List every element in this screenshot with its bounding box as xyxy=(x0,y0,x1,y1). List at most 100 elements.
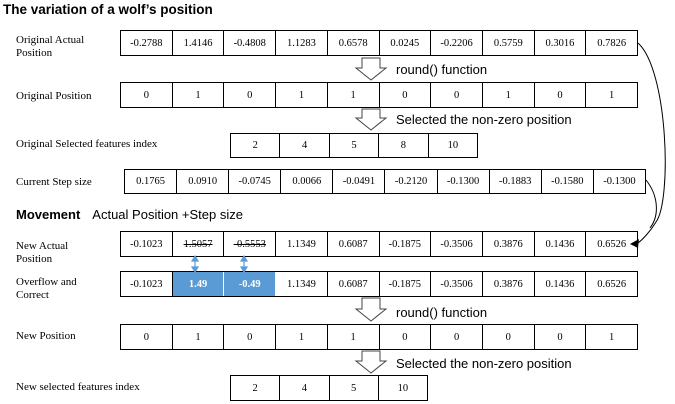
table-cell: -0.4808 xyxy=(224,31,277,55)
table-cell: -0.2206 xyxy=(431,31,483,55)
label-current-step: Current Step size xyxy=(16,176,92,188)
table-cell: 1 xyxy=(276,83,328,107)
table-cell: -0.1875 xyxy=(380,232,432,256)
table-cell: 10 xyxy=(397,382,409,394)
label-original-actual: Original Actual Position xyxy=(16,34,85,59)
table-cell: 0 xyxy=(224,83,277,107)
table-cell: -0.3506 xyxy=(431,272,483,296)
table-cell: 0.3016 xyxy=(535,31,587,55)
table-cell: -0.49 xyxy=(224,272,277,296)
curved-arrow-icon xyxy=(637,42,666,244)
table-cell: 0.1436 xyxy=(535,272,587,296)
table-cell: -0.5553 xyxy=(224,232,277,256)
table-cell: 1.4146 xyxy=(173,31,225,55)
table-cell: 0.6526 xyxy=(597,278,627,290)
round-function-label-1: round() function xyxy=(396,62,488,77)
table-cell: 5 xyxy=(330,134,380,157)
table-cell: -0.0745 xyxy=(229,170,282,193)
arrowhead-icon xyxy=(630,239,639,248)
table-cell: 0.6087 xyxy=(328,232,380,256)
down-arrow-icon xyxy=(354,350,388,374)
table-cell: 0.1765 xyxy=(125,170,178,193)
table-cell: 1 xyxy=(173,325,225,349)
table-cell: 0 xyxy=(483,325,535,349)
table-cell: 0.0066 xyxy=(281,170,334,193)
table-cell: 0.7826 xyxy=(597,37,627,49)
table-cell: 0 xyxy=(121,325,173,349)
down-arrow-icon xyxy=(354,297,388,322)
table-cell: 0 xyxy=(535,325,587,349)
table-cell: 1.5057 xyxy=(173,232,225,256)
table-cell: 0.6526 xyxy=(597,238,627,250)
label-new-selected: New selected features index xyxy=(16,381,140,393)
table-cell: 1 xyxy=(328,325,380,349)
table-cell: 1.1283 xyxy=(276,31,328,55)
table-cell: -0.3506 xyxy=(431,232,483,256)
table-cell: -0.1300 xyxy=(438,170,490,193)
table-cell: 1 xyxy=(173,83,225,107)
table-cell: 0 xyxy=(380,325,432,349)
label-overflow-correct: Overflow and Correct xyxy=(16,276,77,301)
diagram-title: The variation of a wolf’s position xyxy=(3,2,213,17)
table-cell: 0.6087 xyxy=(328,272,380,296)
table-cell: 8 xyxy=(379,134,429,157)
table-cell: 1.1349 xyxy=(276,232,328,256)
table-cell: 0.1436 xyxy=(535,232,587,256)
table-cell: 1 xyxy=(328,83,380,107)
table-cell: 0 xyxy=(431,325,483,349)
table-cell: 2 xyxy=(231,134,281,157)
table-cell: -0.1023 xyxy=(121,272,173,296)
table-cell: -0.1883 xyxy=(490,170,542,193)
label-original-selected: Original Selected features index xyxy=(16,138,158,150)
table-cell: 1 xyxy=(276,325,328,349)
table-cell: 0 xyxy=(380,83,432,107)
label-original-position: Original Position xyxy=(16,90,92,102)
table-cell: 10 xyxy=(447,140,459,151)
table-cell: 0 xyxy=(535,83,587,107)
table-cell: 2 xyxy=(231,376,281,400)
table-cell: 5 xyxy=(330,376,379,400)
table-cell: 0.3876 xyxy=(483,232,535,256)
table-cell: 0.0245 xyxy=(380,31,432,55)
down-arrow-icon xyxy=(354,57,388,81)
table-cell: 0 xyxy=(121,83,173,107)
table-cell: -0.1580 xyxy=(542,170,594,193)
down-arrow-icon xyxy=(354,108,388,131)
table-cell: -0.2120 xyxy=(385,170,438,193)
label-new-position: New Position xyxy=(16,330,76,342)
select-nonzero-label-2: Selected the non-zero position xyxy=(396,356,572,371)
curved-arrow-icon xyxy=(645,179,657,229)
table-cell: 1 xyxy=(609,331,615,343)
table-cell: -0.0491 xyxy=(333,170,386,193)
label-new-actual: New Actual Position xyxy=(16,240,69,265)
table-cell: 1.1349 xyxy=(276,272,328,296)
table-cell: 0.3876 xyxy=(483,272,535,296)
round-function-label-2: round() function xyxy=(396,305,488,320)
table-cell: 0.0910 xyxy=(177,170,230,193)
movement-bold-label: Movement xyxy=(16,207,81,222)
select-nonzero-label-1: Selected the non-zero position xyxy=(396,112,572,127)
table-cell: 0 xyxy=(224,325,277,349)
table-cell: 0.5759 xyxy=(483,31,535,55)
table-cell: -0.2788 xyxy=(121,31,173,55)
table-cell: 1 xyxy=(483,83,535,107)
table-cell: 0 xyxy=(431,83,483,107)
table-cell: 4 xyxy=(280,134,330,157)
table-cell: 1 xyxy=(609,89,615,101)
table-cell: -0.1300 xyxy=(603,176,636,187)
table-cell: 1.49 xyxy=(172,272,225,296)
table-cell: -0.1875 xyxy=(380,272,432,296)
table-cell: -0.1023 xyxy=(121,232,173,256)
table-cell: 0.6578 xyxy=(328,31,380,55)
table-cell: 4 xyxy=(280,376,330,400)
